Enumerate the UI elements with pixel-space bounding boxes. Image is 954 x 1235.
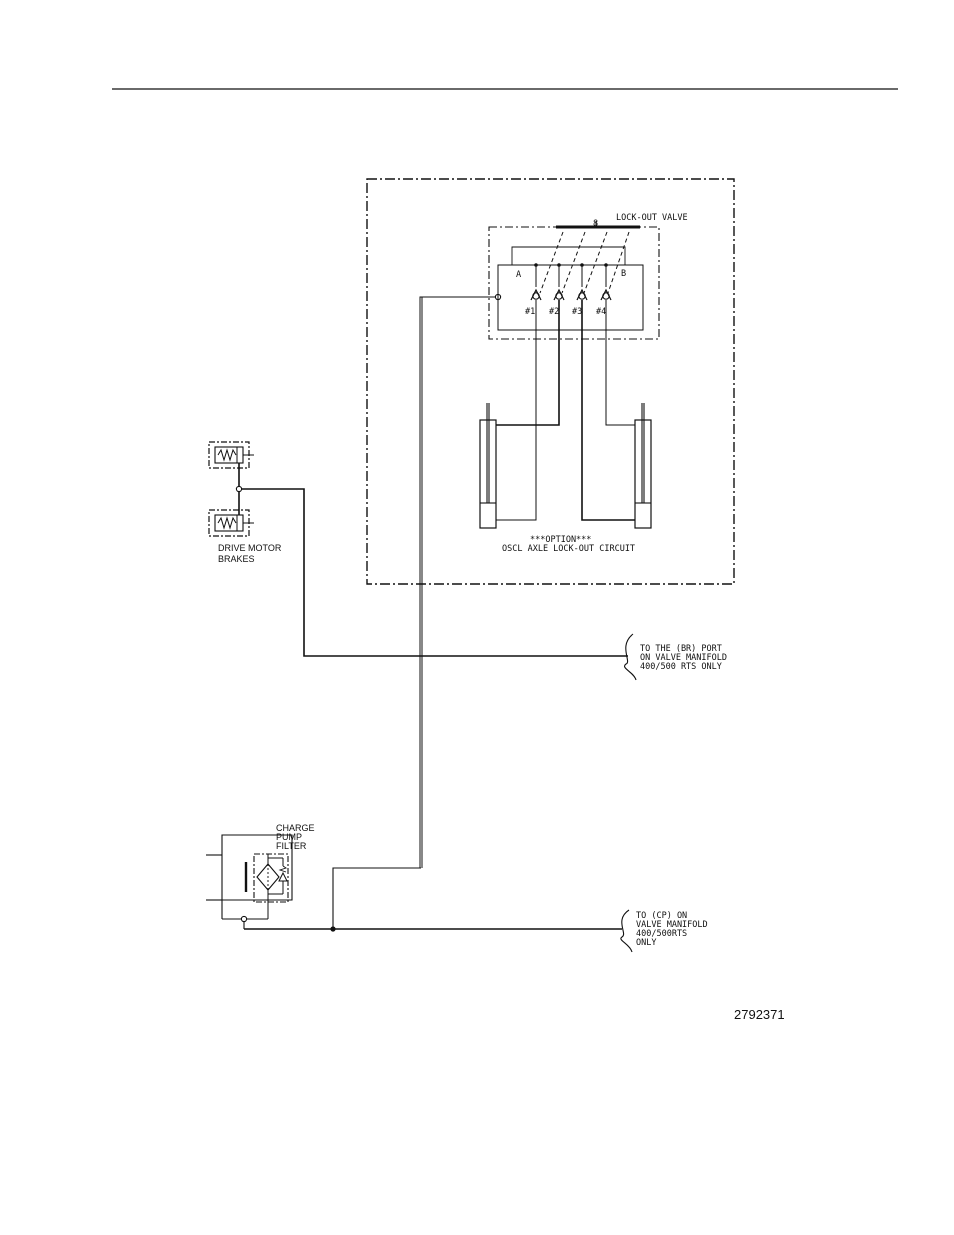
lockout-valve-envelope: [489, 227, 659, 339]
option-label-line2: OSCL AXLE LOCK-OUT CIRCUIT: [502, 544, 635, 554]
cp-line-break: [621, 910, 632, 952]
check-valve-1: [531, 290, 541, 300]
supply-to-main: [333, 868, 421, 929]
brake-upper: [209, 442, 254, 468]
br-port-line: [241, 489, 628, 656]
brake-lower: [209, 510, 254, 536]
port-2-label: #2: [549, 307, 559, 317]
port-1-label: #1: [525, 307, 535, 317]
brake-junction: [236, 486, 241, 491]
brakes-label-line2: BRAKES: [218, 554, 255, 564]
valve-marker: 8: [593, 219, 598, 229]
check-valve-4: [601, 290, 611, 300]
right-cylinder: [635, 403, 651, 528]
br-port-label-line3: 400/500 RTS ONLY: [640, 662, 722, 672]
check-valve-3: [577, 290, 587, 300]
junction-dot: [604, 263, 608, 267]
figure-number: 2792371: [734, 1007, 785, 1022]
line-port-2: [496, 300, 559, 425]
cp-junction: [330, 926, 335, 931]
port-b-label: B: [621, 269, 626, 279]
port-4-label: #4: [596, 307, 606, 317]
lockout-supply-line: [420, 297, 496, 868]
br-port-break: [625, 634, 636, 680]
port-a-label: A: [516, 270, 521, 280]
left-cylinder: [480, 403, 496, 528]
junction-dot: [580, 263, 584, 267]
filter-outlet: [222, 919, 244, 929]
port-3-label: #3: [572, 307, 582, 317]
lockout-valve-label: LOCK-OUT VALVE: [616, 213, 688, 223]
actuator-link-4: [608, 232, 629, 293]
filter-label-line3: FILTER: [276, 841, 307, 851]
cp-label-line4: ONLY: [636, 938, 656, 948]
actuator-link-1: [540, 232, 563, 293]
pilot-header: [512, 247, 625, 265]
line-port-3: [582, 300, 635, 520]
actuator-link-3: [584, 232, 607, 293]
line-port-1: [496, 300, 536, 520]
junction-dot: [557, 263, 561, 267]
brakes-label-line1: DRIVE MOTOR: [218, 543, 282, 553]
junction-dot: [534, 263, 538, 267]
line-port-4: [606, 300, 635, 425]
filter-junction: [241, 916, 246, 921]
